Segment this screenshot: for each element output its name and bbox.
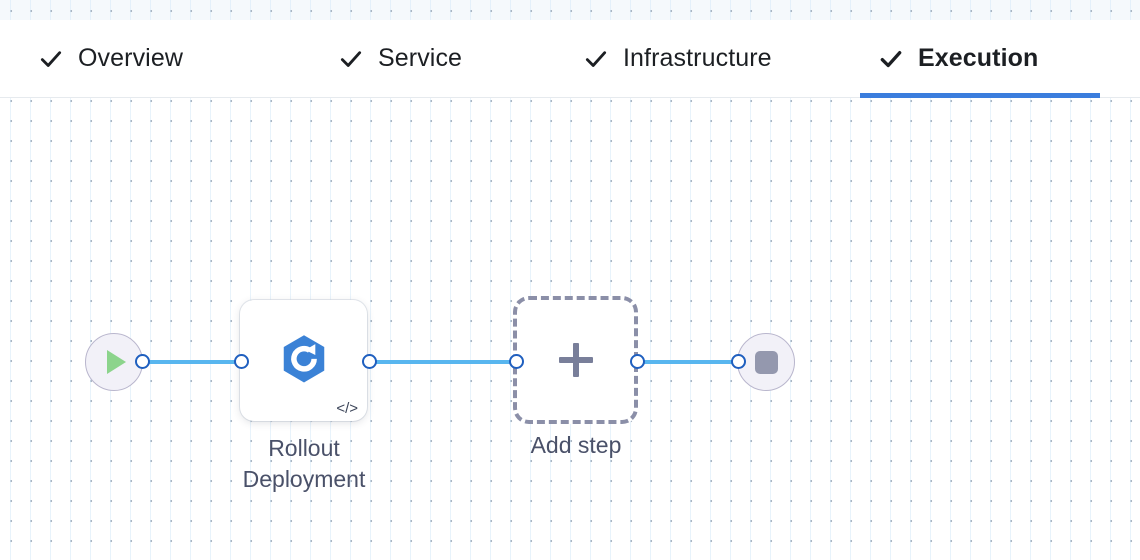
tab-execution[interactable]: Execution [860, 20, 1100, 98]
rollout-deployment-icon [283, 334, 324, 382]
check-icon [340, 50, 362, 67]
port-start-output[interactable] [135, 354, 150, 369]
tab-label: Infrastructure [623, 44, 772, 72]
tab-label: Execution [918, 44, 1039, 72]
port-add-step-input[interactable] [509, 354, 524, 369]
check-icon [585, 50, 607, 67]
port-rollout-input[interactable] [234, 354, 249, 369]
tab-overview[interactable]: Overview [20, 20, 245, 97]
pipeline-end-node[interactable] [737, 333, 795, 391]
plus-icon [558, 343, 593, 377]
add-step-node[interactable] [513, 296, 638, 424]
canvas-top-strip [0, 0, 1140, 20]
tab-infrastructure[interactable]: Infrastructure [565, 20, 830, 97]
add-step-label: Add step [530, 432, 622, 458]
step-node-rollout-deployment[interactable]: </> [240, 300, 367, 421]
play-icon [107, 350, 126, 374]
check-icon [880, 50, 902, 67]
port-rollout-output[interactable] [362, 354, 377, 369]
pipeline-flow-graph: </> Rollout Deployment Add step [0, 97, 1140, 560]
stop-icon [754, 350, 778, 374]
port-add-step-output[interactable] [630, 354, 645, 369]
edge-rollout-to-add[interactable] [369, 360, 517, 364]
pipeline-tabbar: Overview Service Infrastructure Executio… [0, 20, 1140, 98]
port-end-input[interactable] [731, 354, 746, 369]
check-icon [40, 50, 62, 67]
edge-start-to-rollout[interactable] [142, 360, 242, 364]
edge-add-to-end[interactable] [637, 360, 738, 364]
step-label-rollout-deployment: Rollout Deployment [242, 435, 366, 492]
tab-service[interactable]: Service [320, 20, 510, 97]
code-icon[interactable]: </> [336, 400, 358, 417]
pipeline-start-node[interactable] [85, 333, 143, 391]
tab-label: Overview [78, 44, 183, 72]
tab-label: Service [378, 44, 463, 72]
tab-active-indicator [860, 93, 1100, 98]
